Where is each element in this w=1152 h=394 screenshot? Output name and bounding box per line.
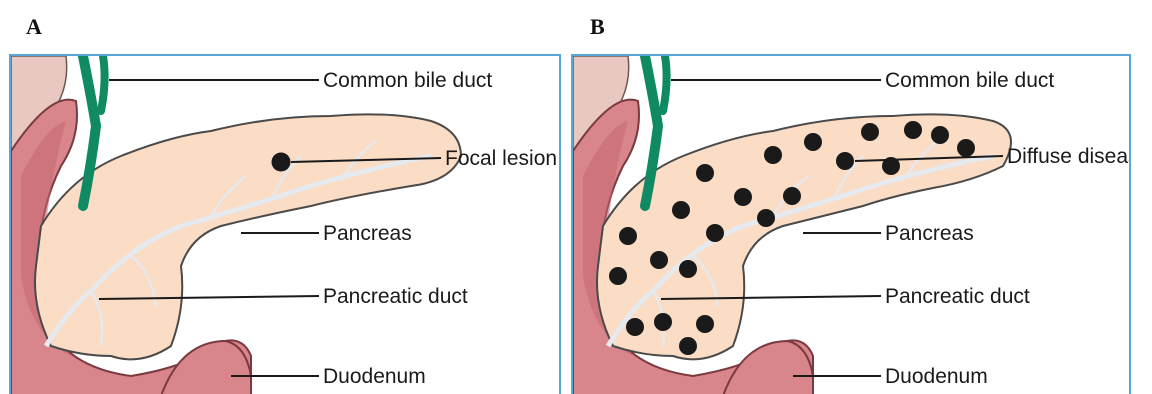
panel-b-letter: B [590, 14, 605, 40]
lesion-dot [836, 152, 854, 170]
focal-lesion-dot [272, 153, 291, 172]
lesion-dot [764, 146, 782, 164]
label-focal-lesion: Focal lesion [445, 147, 557, 170]
pancreas-diagram-b: Common bile duct Diffuse disease Pancrea… [573, 56, 1131, 394]
panel-b-diffuse-disease: Common bile duct Diffuse disease Pancrea… [571, 54, 1131, 394]
lesion-dot [696, 315, 714, 333]
lesion-dot [679, 337, 697, 355]
label-duodenum: Duodenum [323, 365, 426, 388]
label-diffuse-disease: Diffuse disease [1007, 145, 1131, 168]
lesion-dot [619, 227, 637, 245]
label-pancreatic-duct: Pancreatic duct [323, 285, 468, 308]
label-pancreas: Pancreas [323, 222, 412, 245]
lesion-dot [650, 251, 668, 269]
lesion-dot [706, 224, 724, 242]
lesion-dot [696, 164, 714, 182]
lesion-dot [757, 209, 775, 227]
lesion-dot [783, 187, 801, 205]
lesion-dot [672, 201, 690, 219]
lesion-dot [609, 267, 627, 285]
lesion-dot [804, 133, 822, 151]
duodenum-lower [161, 341, 251, 394]
lesion-dot [861, 123, 879, 141]
lesion-dot [654, 313, 672, 331]
pancreas-diagram-a: Common bile duct Focal lesion Pancreas P… [11, 56, 561, 394]
label-common-bile-duct: Common bile duct [323, 69, 492, 92]
lesion-dot [734, 188, 752, 206]
label-pancreatic-duct: Pancreatic duct [885, 285, 1030, 308]
bile-duct-branch [101, 56, 105, 111]
lesion-dot [931, 126, 949, 144]
bile-duct-branch [663, 56, 667, 111]
lesion-dot [626, 318, 644, 336]
panel-a-letter: A [26, 14, 42, 40]
label-pancreas: Pancreas [885, 222, 974, 245]
duodenum-lower [723, 341, 813, 394]
panel-a-focal-lesion: Common bile duct Focal lesion Pancreas P… [9, 54, 561, 394]
lesion-dot [957, 139, 975, 157]
lesion-dot [904, 121, 922, 139]
label-duodenum: Duodenum [885, 365, 988, 388]
label-common-bile-duct: Common bile duct [885, 69, 1054, 92]
lesion-dot [679, 260, 697, 278]
